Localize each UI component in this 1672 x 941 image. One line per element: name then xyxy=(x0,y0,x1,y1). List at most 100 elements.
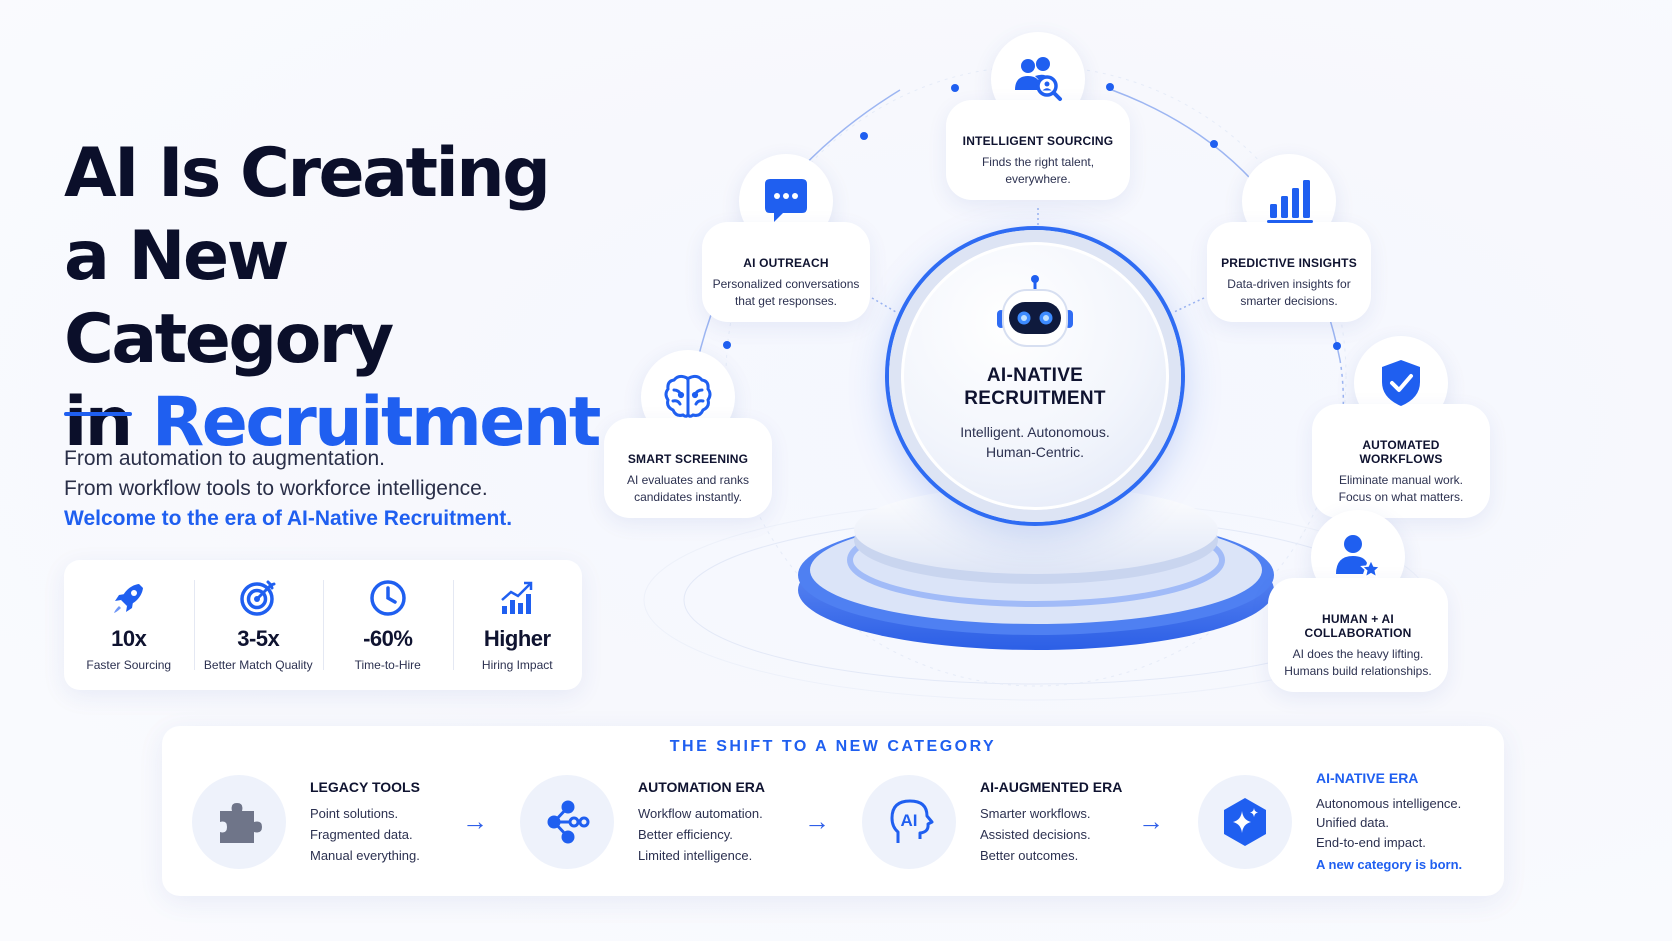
stage-title: LEGACY TOOLS xyxy=(310,778,420,795)
accent-rule xyxy=(64,412,132,416)
capability-desc: AI does the heavy lifting. Humans build … xyxy=(1278,646,1438,680)
stat-hiring-impact: Higher Hiring Impact xyxy=(452,560,583,690)
capability-desc: Finds the right talent, everywhere. xyxy=(956,154,1120,188)
capability-title: HUMAN + AI COLLABORATION xyxy=(1304,612,1412,640)
shield-check-icon xyxy=(1382,360,1420,406)
stage-line: Point solutions. xyxy=(310,805,399,821)
bar-chart-icon xyxy=(1267,180,1313,223)
capability-desc-line-2: candidates instantly. xyxy=(634,490,742,504)
chat-bubble-icon xyxy=(765,179,807,222)
stat-value: -60% xyxy=(363,626,413,651)
stat-value: 3-5x xyxy=(237,626,280,651)
ai-head-icon: AI xyxy=(890,799,934,843)
headline: AI Is Creating a New Category in Recruit… xyxy=(64,132,624,464)
capability-desc-line-1: Personalized conversations xyxy=(712,277,860,291)
stage-line: Unified data. xyxy=(1316,815,1389,830)
stage-ai-augmented-era: AI AI-AUGMENTED ERA Smarter workflows. A… xyxy=(862,770,1122,874)
subheading: From automation to augmentation. From wo… xyxy=(64,444,512,534)
person-star-icon xyxy=(1336,535,1382,579)
capability-desc-line-2: that get responses. xyxy=(734,294,838,308)
stat-time-to-hire: -60% Time-to-Hire xyxy=(323,560,453,690)
headline-prefix: in xyxy=(64,383,152,462)
capability-human-ai-collaboration: HUMAN + AI COLLABORATION AI does the hea… xyxy=(1268,510,1448,692)
stage-line: Manual everything. xyxy=(310,847,420,863)
stage-title: AI-AUGMENTED ERA xyxy=(980,778,1123,795)
capability-title: SMART SCREENING xyxy=(627,452,749,466)
capability-desc-line-1: AI evaluates and ranks xyxy=(626,473,750,487)
stats-card: 10x Faster Sourcing 3-5x Better Match Qu… xyxy=(64,560,582,690)
stat-value: 10x xyxy=(111,626,147,651)
stage-line: Better efficiency. xyxy=(638,826,733,842)
stat-label: Hiring Impact xyxy=(481,658,553,672)
ai-icon-text: AI xyxy=(901,811,918,830)
people-search-icon xyxy=(1015,57,1062,101)
capability-smart-screening: SMART SCREENING AI evaluates and ranks c… xyxy=(604,350,772,518)
hub-tagline-line-2: Human-Centric. xyxy=(985,444,1085,460)
stat-label: Time-to-Hire xyxy=(354,658,421,672)
stage-line: Assisted decisions. xyxy=(980,826,1091,842)
capability-desc-line-2: smarter decisions. xyxy=(1240,294,1338,308)
hub-tagline-line-1: Intelligent. Autonomous. xyxy=(960,424,1110,440)
clock-icon xyxy=(370,580,406,616)
shift-timeline-card: THE SHIFT TO A NEW CATEGORY LEGACY TOOLS… xyxy=(162,726,1504,896)
capability-desc-line-1: Eliminate manual work. xyxy=(1338,473,1464,487)
capability-desc-line-1: Finds the right talent, xyxy=(981,155,1095,169)
subheading-line-1: From automation to augmentation. xyxy=(64,447,386,470)
stage-line: Autonomous intelligence. xyxy=(1316,795,1462,811)
stat-faster-sourcing: 10x Faster Sourcing xyxy=(64,560,194,690)
headline-line-2: a New Category xyxy=(64,217,394,379)
rocket-icon xyxy=(113,584,143,613)
ai-native-hub: AI-NATIVE RECRUITMENT Intelligent. Auton… xyxy=(889,230,1181,522)
capability-desc-line-1: AI does the heavy lifting. xyxy=(1292,647,1424,661)
capability-desc: AI evaluates and ranks candidates instan… xyxy=(614,472,762,506)
stage-automation-era: AUTOMATION ERA Workflow automation. Bett… xyxy=(520,770,765,874)
hub-title: AI-NATIVE RECRUITMENT xyxy=(964,364,1106,410)
stage-legacy-tools: LEGACY TOOLS Point solutions. Fragmented… xyxy=(192,770,420,874)
capability-predictive-insights: PREDICTIVE INSIGHTS Data-driven insights… xyxy=(1207,154,1371,322)
hexagon-sparkle-icon xyxy=(1224,798,1266,846)
stage-title: AI-NATIVE ERA xyxy=(1316,769,1419,786)
capability-desc-line-2: Focus on what matters. xyxy=(1338,490,1464,504)
capability-title: PREDICTIVE INSIGHTS xyxy=(1221,256,1357,270)
capability-desc-line-2: everywhere. xyxy=(1005,172,1071,186)
hub-title-line-2: RECRUITMENT xyxy=(964,388,1106,409)
workflow-nodes-icon xyxy=(547,800,590,844)
stage-highlight: A new category is born. xyxy=(1316,857,1463,872)
arrow-icon: → xyxy=(462,806,488,836)
capability-automated-workflows: AUTOMATED WORKFLOWS Eliminate manual wor… xyxy=(1312,336,1490,518)
capability-title: INTELLIGENT SOURCING xyxy=(962,134,1114,148)
capability-desc-line-1: Data-driven insights for xyxy=(1227,277,1351,291)
arrow-icon: → xyxy=(1138,806,1164,836)
brain-icon xyxy=(664,374,712,418)
stage-line: End-to-end impact. xyxy=(1316,834,1426,850)
stage-line: Better outcomes. xyxy=(980,847,1079,863)
capability-ai-outreach: AI OUTREACH Personalized conversations t… xyxy=(702,154,870,322)
robot-icon xyxy=(997,275,1073,347)
subheading-line-2: From workflow tools to workforce intelli… xyxy=(64,477,488,500)
capability-desc: Personalized conversations that get resp… xyxy=(712,276,860,310)
capability-desc-line-2: Humans build relationships. xyxy=(1284,664,1432,678)
headline-line-3: in Recruitment xyxy=(64,381,624,464)
target-icon xyxy=(240,580,276,616)
arrow-icon: → xyxy=(804,806,830,836)
subheading-line-3: Welcome to the era of AI-Native Recruitm… xyxy=(64,507,513,530)
shift-title: THE SHIFT TO A NEW CATEGORY xyxy=(669,738,997,755)
stage-line: Limited intelligence. xyxy=(638,847,753,863)
stat-label: Better Match Quality xyxy=(203,658,313,672)
headline-line-1: AI Is Creating xyxy=(64,134,551,213)
capability-intelligent-sourcing: INTELLIGENT SOURCING Finds the right tal… xyxy=(946,32,1130,200)
stage-line: Fragmented data. xyxy=(310,826,413,842)
stage-title: AUTOMATION ERA xyxy=(638,778,766,795)
capability-desc: Data-driven insights for smarter decisio… xyxy=(1217,276,1361,310)
stage-line: Workflow automation. xyxy=(638,805,763,821)
hub-tagline: Intelligent. Autonomous. Human-Centric. xyxy=(955,422,1115,462)
stat-value: Higher xyxy=(483,626,551,651)
stat-match-quality: 3-5x Better Match Quality xyxy=(193,560,324,690)
headline-accent: Recruitment xyxy=(151,383,601,462)
stage-ai-native-era: AI-NATIVE ERA Autonomous intelligence. U… xyxy=(1198,770,1462,874)
growth-chart-icon xyxy=(501,581,533,614)
puzzle-icon xyxy=(220,803,262,843)
stat-label: Faster Sourcing xyxy=(86,658,172,672)
hub-title-line-1: AI-NATIVE xyxy=(986,365,1084,386)
capability-title: AI OUTREACH xyxy=(743,256,829,270)
